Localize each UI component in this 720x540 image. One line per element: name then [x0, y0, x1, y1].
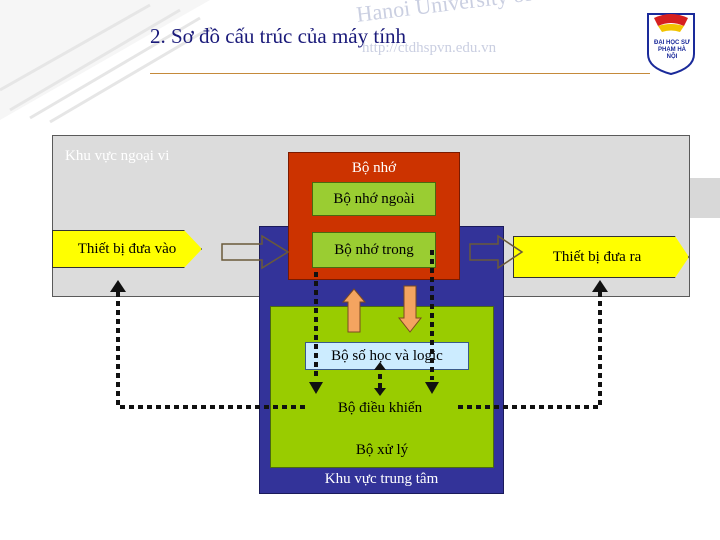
control-unit-box: Bộ điều khiển	[305, 394, 455, 422]
input-device-box: Thiết bị đưa vào	[52, 230, 202, 268]
internal-memory-box: Bộ nhớ trong	[312, 232, 436, 268]
background-strip	[690, 178, 720, 218]
watermark-url: http://ctdhspvn.edu.vn	[362, 40, 497, 56]
logo-text: ĐẠI HỌC SƯ PHẠM HÀ NỘI	[654, 40, 690, 60]
central-zone-label: Khu vực trung tâm	[324, 471, 439, 487]
title-underline	[150, 73, 650, 74]
external-memory-box: Bộ nhớ ngoài	[312, 182, 436, 216]
university-logo-icon	[647, 13, 695, 76]
peripheral-zone-label: Khu vực ngoại vi	[65, 148, 170, 164]
memory-label: Bộ nhớ	[351, 160, 397, 176]
slide-title: 2. Sơ đồ cấu trúc của máy tính	[150, 24, 407, 48]
output-device-box: Thiết bị đưa ra	[513, 236, 689, 278]
processor-label: Bộ xử lý	[355, 442, 409, 458]
alu-box: Bộ số học và logic	[305, 342, 469, 370]
